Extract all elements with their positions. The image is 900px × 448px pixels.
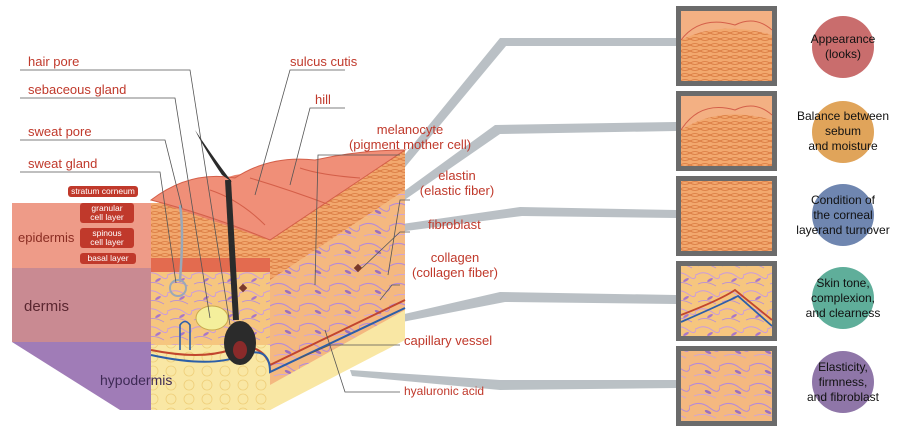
feature-text-3: Condition of the corneal layerand turnov… [793,193,893,238]
label-capillary-vessel: capillary vessel [404,333,493,348]
feature-text-3-line3: layerand turnover [796,223,890,237]
feature-text-5-line3: and fibroblast [806,390,880,404]
feature-text-2-line3: and moisture [808,139,878,153]
layer-hypodermis: hypodermis [100,372,173,388]
tag-spinous-line2: cell layer [90,237,124,247]
feature-text-5-line1: Elasticity, [818,360,868,374]
feature-text-1: Appearance (looks) [800,32,886,62]
label-elastin-line1: elastin [438,168,476,183]
label-collagen: collagen (collagen fiber) [400,250,510,280]
feature-text-3-line2: the corneal [813,208,873,222]
feature-text-3-line1: Condition of [810,193,876,207]
label-elastin: elastin (elastic fiber) [412,168,502,198]
tag-basal-layer: basal layer [80,253,136,264]
feature-circle-1 [812,16,874,78]
feature-text-4-line2: complexion, [810,291,876,305]
feature-circle-5 [812,351,874,413]
tag-granular-line1: granular [91,203,123,213]
label-elastin-line2: (elastic fiber) [419,183,495,198]
tag-spinous-line1: spinous [92,228,122,238]
feature-text-4-line3: and clearness [805,306,881,320]
label-sebaceous-gland: sebaceous gland [28,82,127,97]
feature-circle-3 [812,184,874,246]
label-collagen-line2: (collagen fiber) [412,265,498,280]
label-sulcus-cutis: sulcus cutis [290,54,358,69]
feature-circle-2 [812,101,874,163]
feature-text-4-line1: Skin tone, [816,276,870,290]
tag-granular-cell-layer: granular cell layer [80,203,134,223]
layer-epidermis: epidermis [18,230,75,245]
skin-block [149,130,407,410]
feature-circle-4 [812,267,874,329]
layer-dermis: dermis [24,298,70,315]
tag-spinous-cell-layer: spinous cell layer [80,228,134,248]
tag-stratum-corneum: stratum corneum [68,186,138,197]
feature-panels [676,6,777,426]
leader-lines [20,69,410,393]
label-hyaluronic-acid: hyaluronic acid [404,384,485,398]
feature-text-5: Elasticity, firmness, and fibroblast [797,360,889,405]
feature-text-2-line2: sebum [824,124,862,138]
label-melanocyte-line2: (pigment mother cell) [348,137,472,152]
feature-text-2: Balance between sebum and moisture [795,109,891,154]
label-fibroblast: fibroblast [428,217,481,232]
connector-beams [350,38,676,390]
label-melanocyte-line1: melanocyte [376,122,444,137]
label-sweat-gland: sweat gland [28,156,98,171]
feature-text-4: Skin tone, complexion, and clearness [797,276,889,321]
feature-text-5-line2: firmness, [818,375,868,389]
label-melanocyte: melanocyte (pigment mother cell) [340,122,480,152]
label-hill: hill [315,92,331,107]
feature-text-2-line1: Balance between [796,109,890,123]
feature-text-1-line1: Appearance [810,32,876,46]
feature-text-1-line2: (looks) [824,47,861,61]
label-collagen-line1: collagen [430,250,480,265]
label-sweat-pore: sweat pore [28,124,92,139]
label-hair-pore: hair pore [28,54,80,69]
tag-granular-line2: cell layer [90,212,124,222]
feature-circles [812,16,874,413]
